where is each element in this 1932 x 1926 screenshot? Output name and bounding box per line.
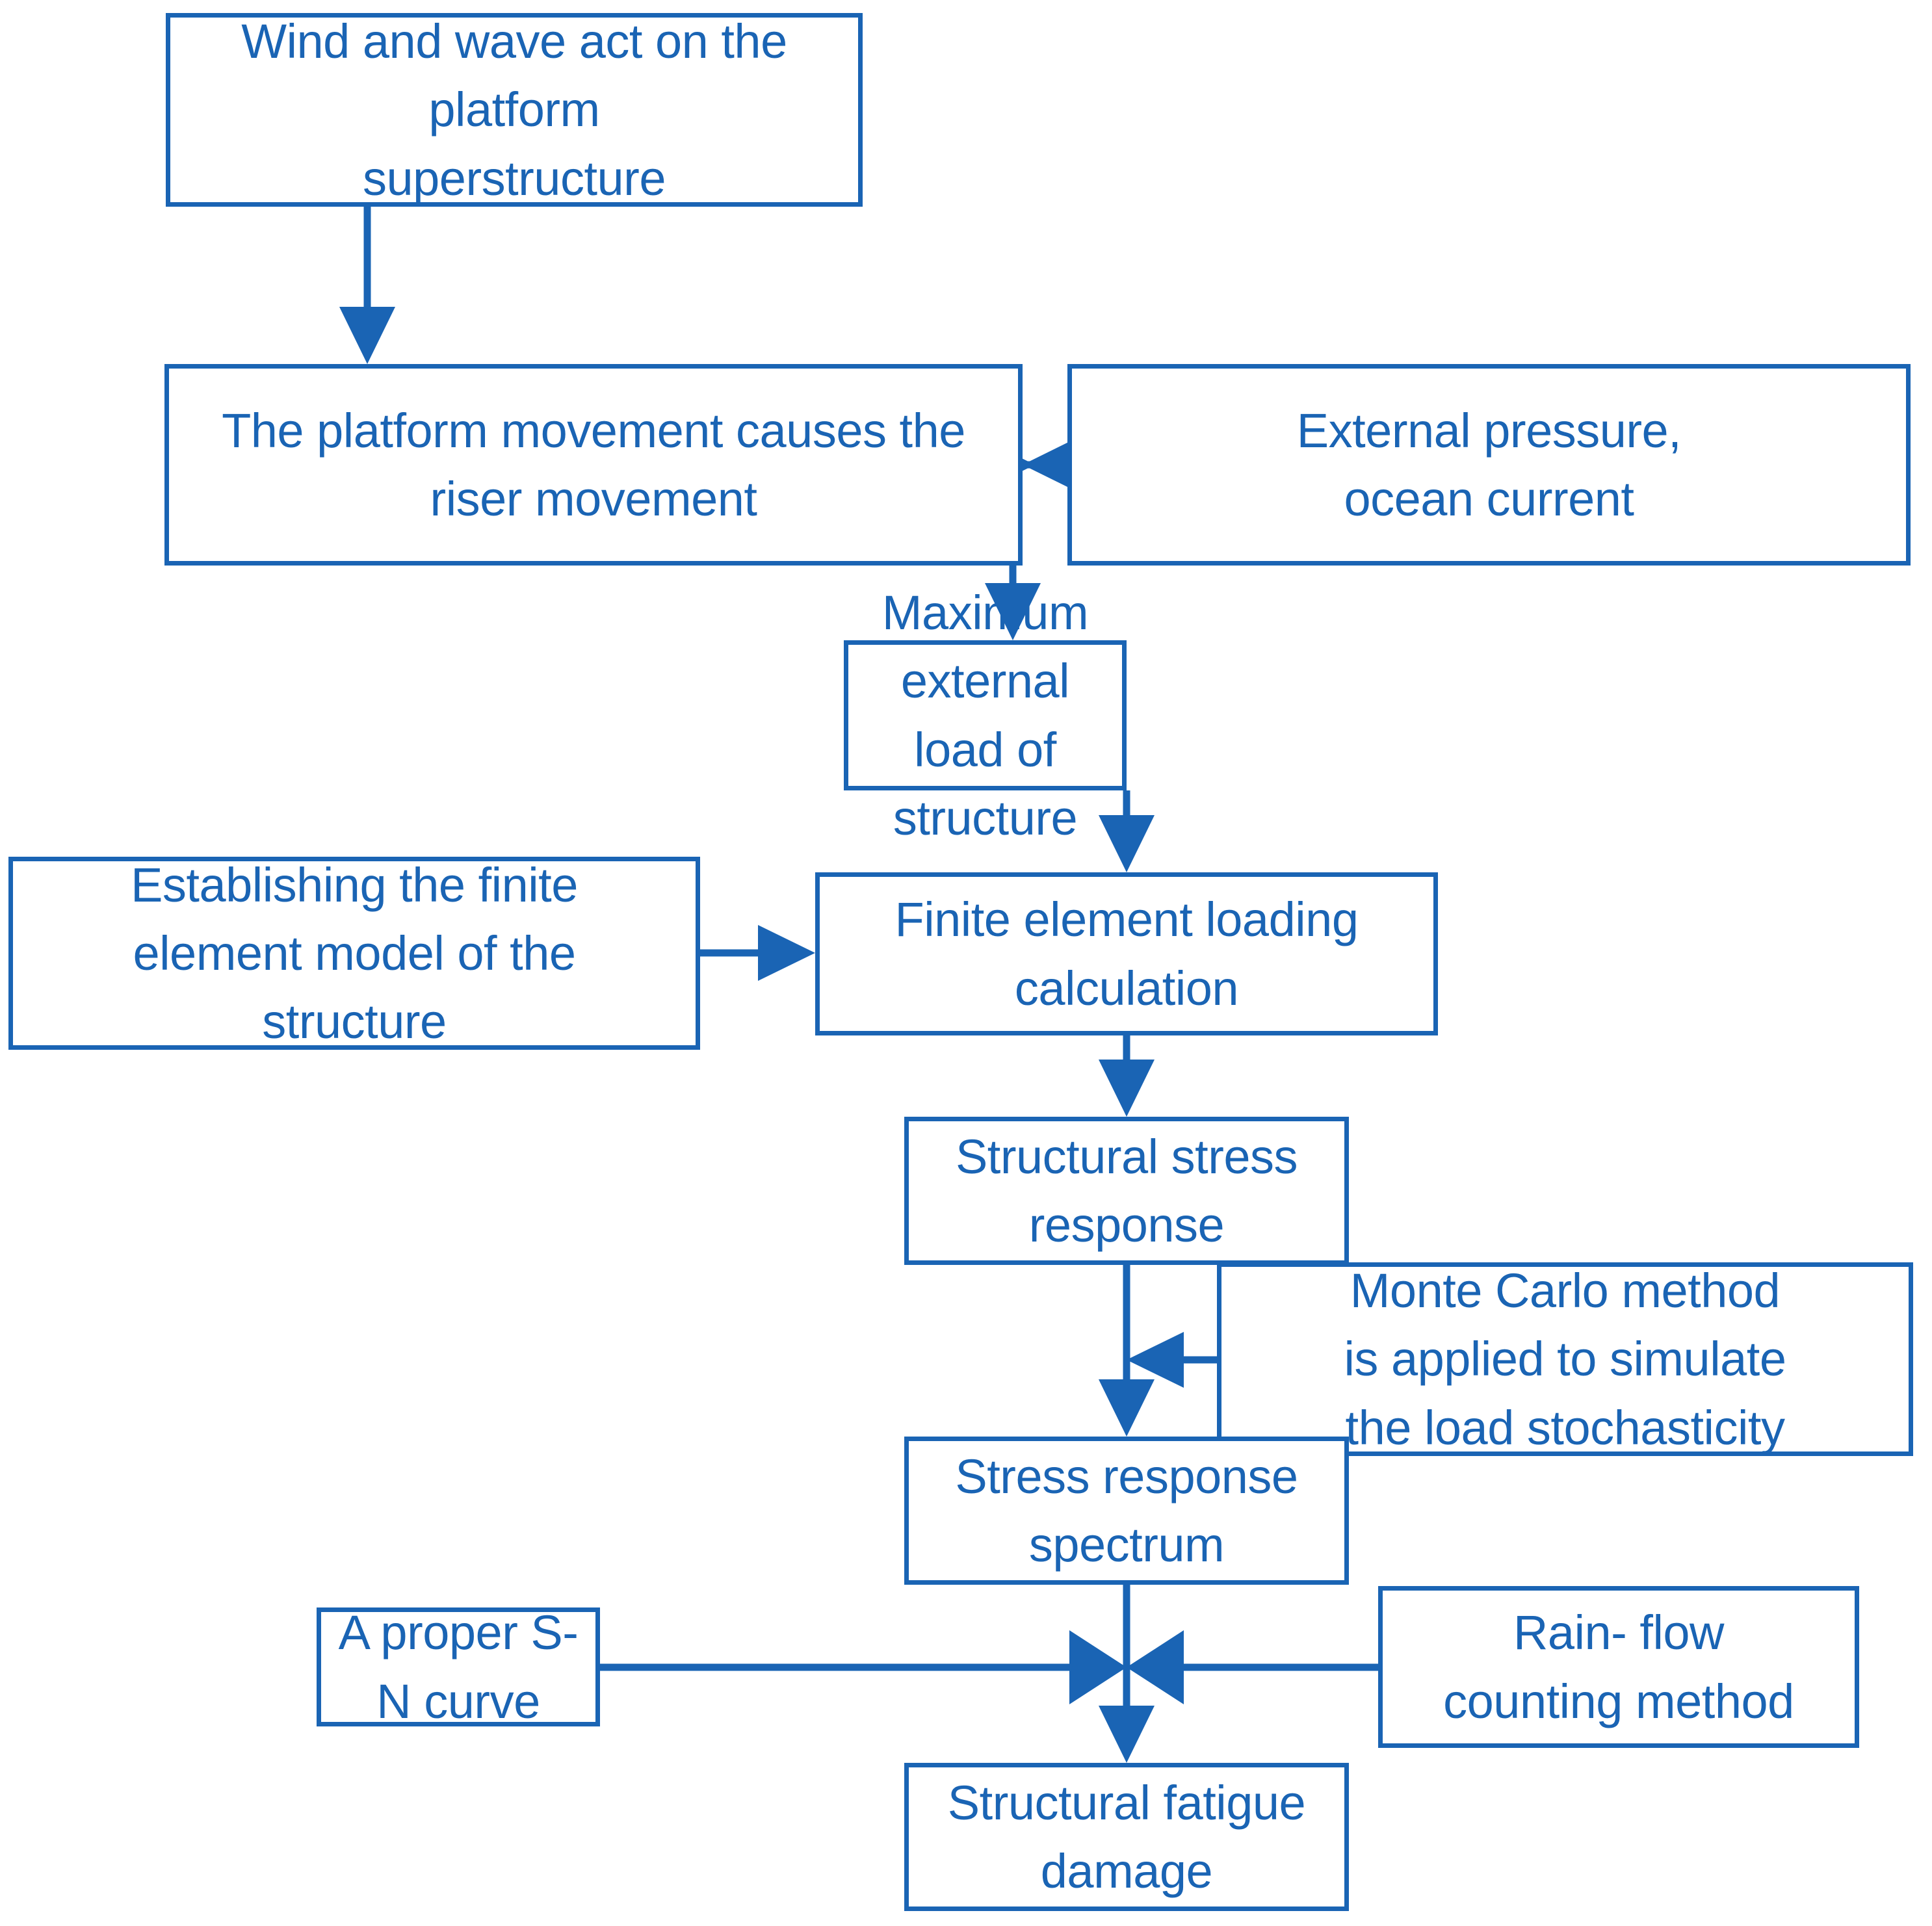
node-label: Structural fatigue damage: [947, 1775, 1306, 1898]
node-fatigue-damage[interactable]: Structural fatigue damage: [904, 1763, 1349, 1911]
node-wind-wave[interactable]: Wind and wave act on the platform supers…: [166, 13, 863, 207]
node-establish-fem[interactable]: Establishing the finite element model of…: [8, 857, 700, 1050]
connector-fecalc-to-stress: [1099, 1035, 1155, 1117]
node-label: Rain- flow counting method: [1443, 1606, 1794, 1728]
node-fe-loading-calc[interactable]: Finite element loading calculation: [815, 872, 1438, 1035]
node-stress-response-spectrum[interactable]: Stress response spectrum: [904, 1437, 1349, 1585]
connector-maxload-to-fecalc: [1099, 790, 1155, 872]
node-label: Finite element loading calculation: [894, 892, 1359, 1015]
node-label: Wind and wave act on the platform supers…: [241, 14, 787, 205]
node-rainflow[interactable]: Rain- flow counting method: [1378, 1586, 1859, 1748]
connector-montecarlo-to-branch: [1127, 1332, 1217, 1388]
connector-stress-to-spectrum: [1099, 1265, 1155, 1437]
node-platform-movement[interactable]: The platform movement causes the riser m…: [164, 364, 1023, 566]
node-max-external-load[interactable]: Maximum external load of structure: [844, 586, 1127, 845]
node-label: Establishing the finite element model of…: [131, 857, 578, 1049]
connector-sn-to-junction: [600, 1630, 1127, 1704]
node-sn-curve[interactable]: A proper S-N curve: [317, 1606, 600, 1728]
node-label: Maximum external load of structure: [881, 586, 1089, 845]
connector-wind-to-platform: [339, 207, 395, 364]
node-label: External pressure, ocean current: [1296, 403, 1682, 526]
node-external-pressure[interactable]: External pressure, ocean current: [1067, 364, 1911, 566]
node-monte-carlo[interactable]: Monte Carlo method is applied to simulat…: [1217, 1262, 1913, 1456]
node-structural-stress-response[interactable]: Structural stress response: [904, 1117, 1349, 1265]
connector-rainflow-to-junction: [1127, 1630, 1378, 1704]
node-label: Stress response spectrum: [955, 1449, 1298, 1572]
node-label: Monte Carlo method is applied to simulat…: [1344, 1264, 1786, 1455]
node-label: The platform movement causes the riser m…: [222, 403, 965, 526]
node-label: A proper S-N curve: [338, 1606, 579, 1728]
connector-spectrum-to-damage: [1099, 1585, 1155, 1763]
connector-fem-to-fecalc: [700, 925, 815, 981]
node-label: Structural stress response: [955, 1129, 1298, 1252]
